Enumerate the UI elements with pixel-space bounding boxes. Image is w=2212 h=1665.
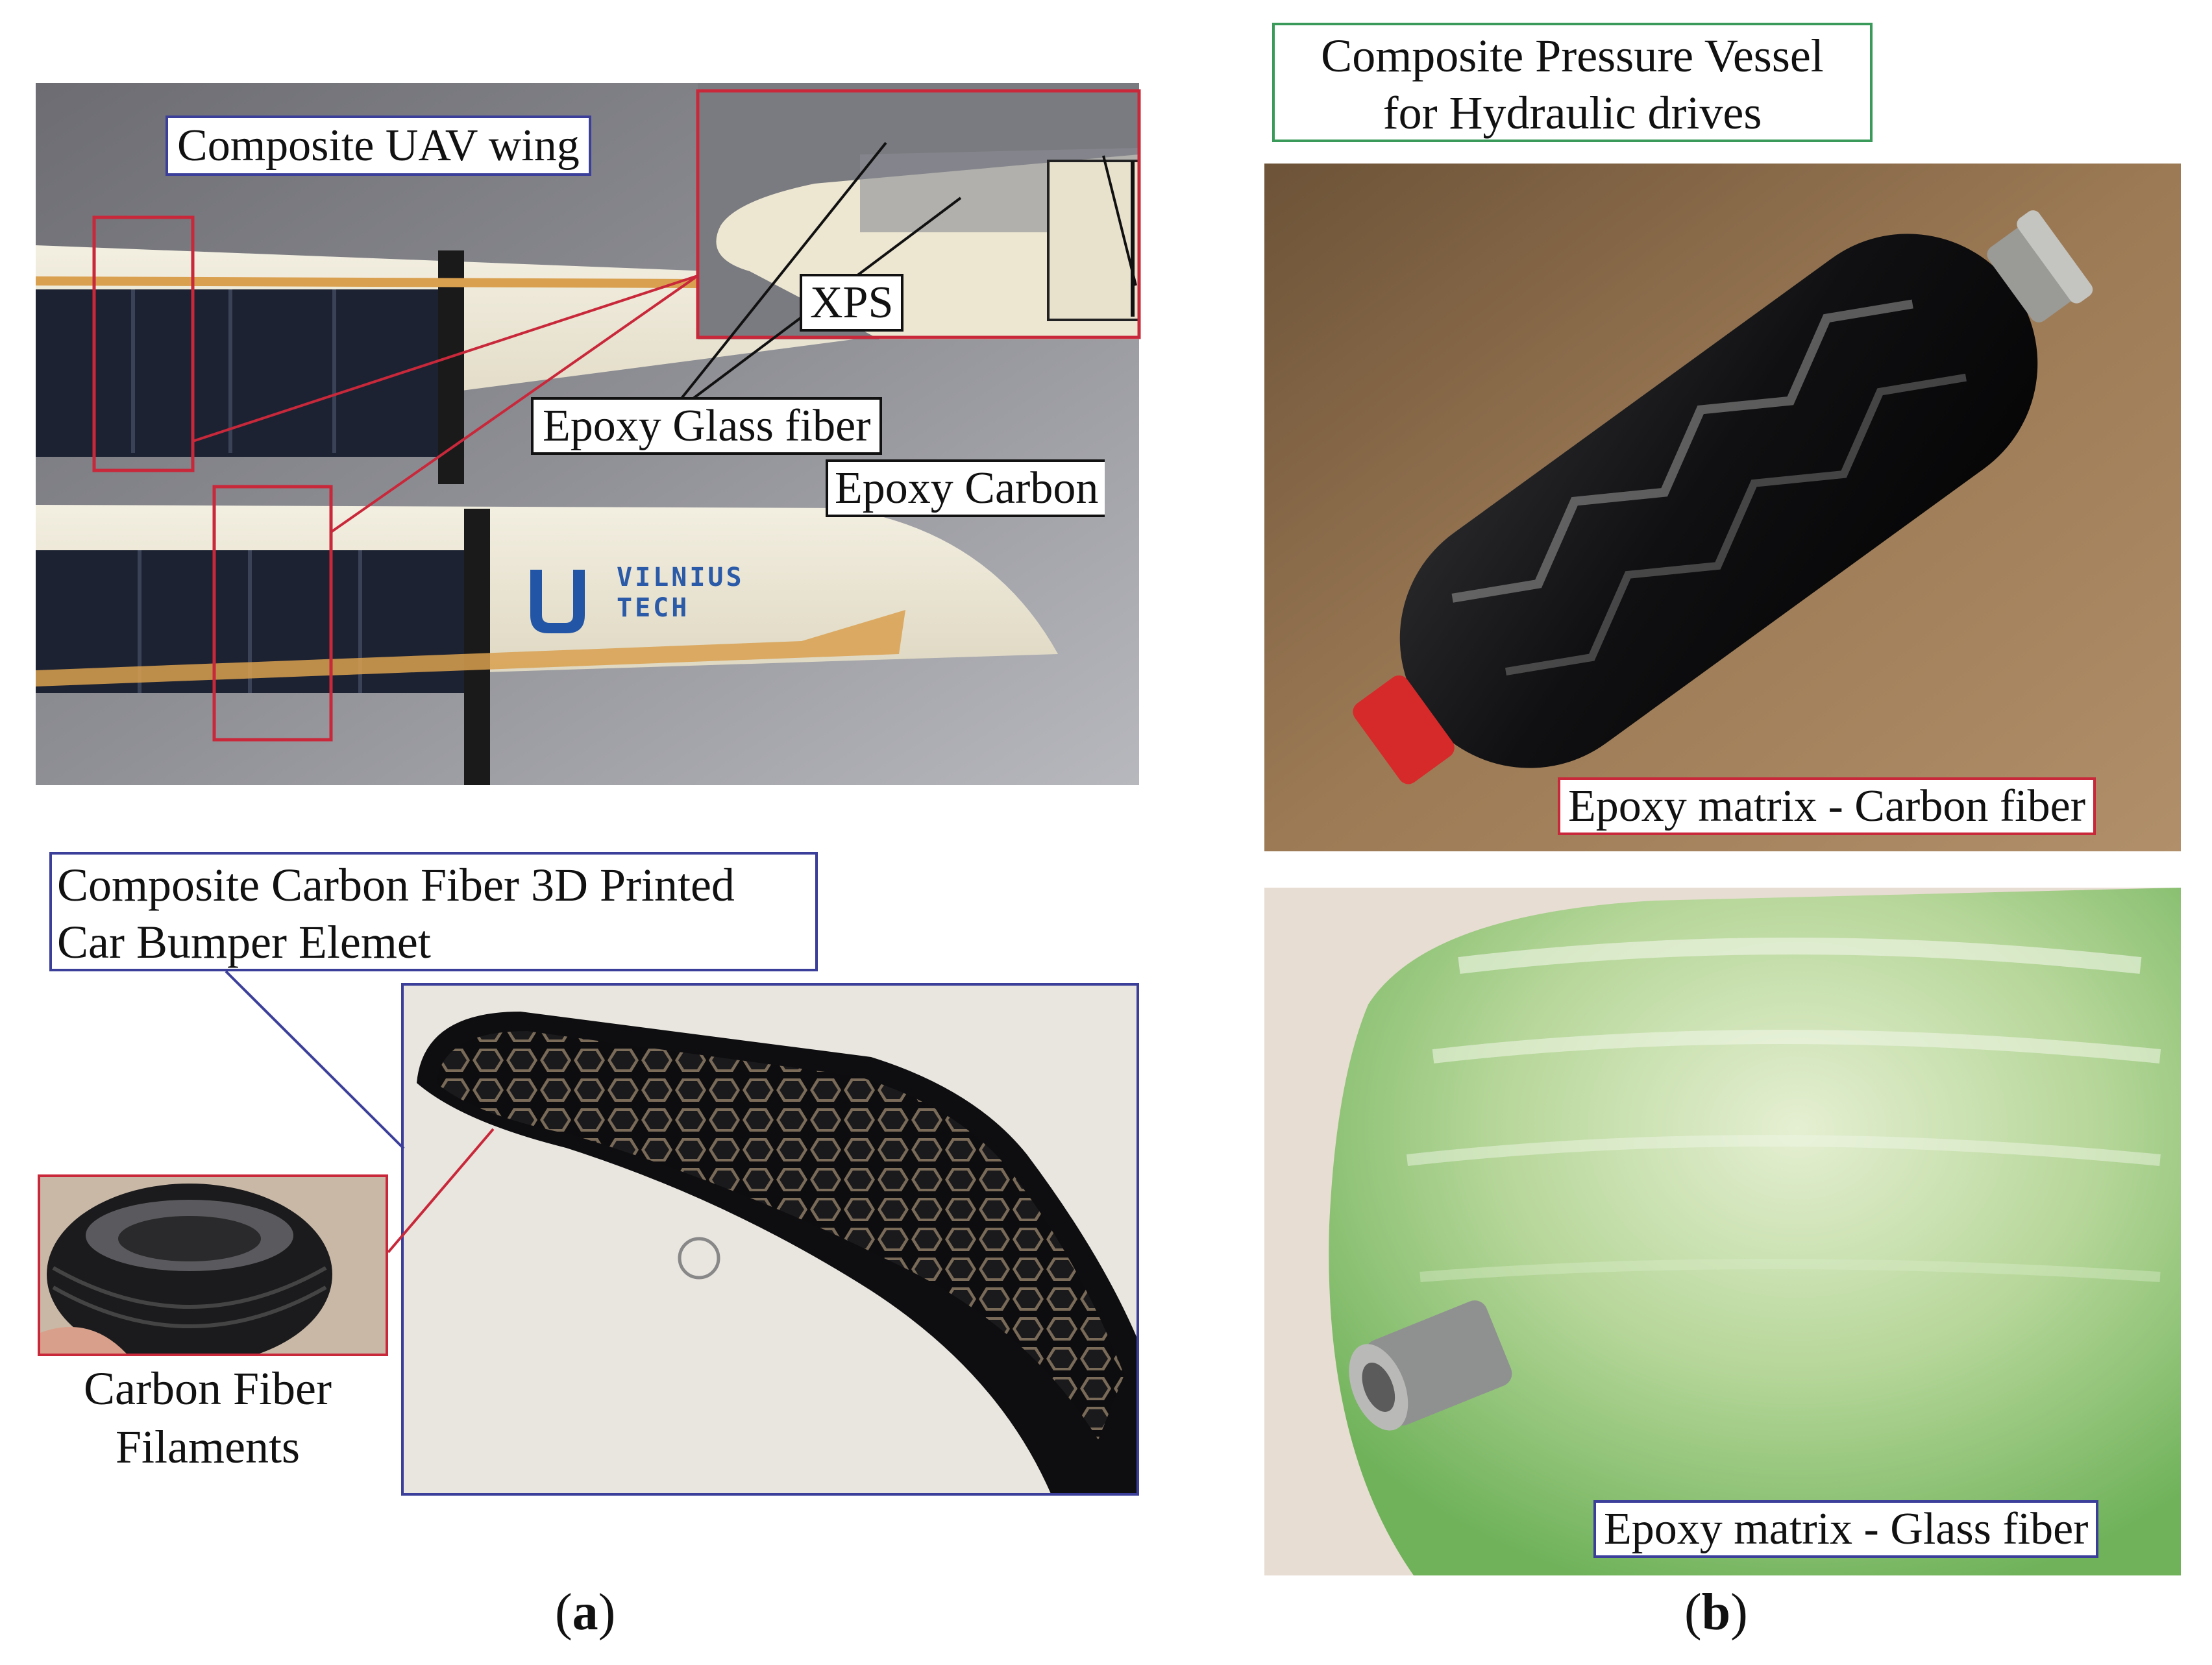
bumper-title-line2: Car Bumper Elemet (57, 916, 431, 968)
xps-callout: XPS (800, 274, 904, 332)
filament-spool-illustration (40, 1177, 386, 1354)
epoxy-glass-fiber-callout: Epoxy Glass fiber (531, 397, 883, 455)
filament-caption-line1: Carbon Fiber (84, 1363, 332, 1415)
pressure-vessel-title-line2: for Hydraulic drives (1382, 86, 1762, 139)
carbon-fiber-filaments-caption: Carbon Fiber Filaments (45, 1359, 370, 1476)
carbon-vessel-photo (1264, 164, 2181, 851)
panel-a-label: (a) (555, 1584, 616, 1641)
panel-b-letter: b (1701, 1584, 1731, 1641)
carbon-vessel-illustration (1264, 164, 2181, 851)
filament-caption-line2: Filaments (116, 1421, 300, 1473)
uav-wing-photo: VILNIUS TECH (36, 83, 1139, 785)
glass-fiber-label: Epoxy matrix - Glass fiber (1593, 1500, 2099, 1558)
pressure-vessel-title-line1: Composite Pressure Vessel (1321, 30, 1824, 82)
vilnius-tech-logo-icon (530, 570, 585, 633)
panel-a-letter: a (572, 1584, 598, 1641)
bumper-title-line1: Composite Carbon Fiber 3D Printed (57, 859, 735, 911)
wing-inset-frame (696, 89, 1141, 339)
glass-vessel-illustration (1264, 888, 2181, 1575)
uav-wing-illustration: VILNIUS TECH (36, 83, 1139, 785)
pressure-vessel-title: Composite Pressure Vessel for Hydraulic … (1272, 23, 1873, 142)
bumper-title: Composite Carbon Fiber 3D Printed Car Bu… (49, 852, 818, 971)
uav-wing-title: Composite UAV wing (166, 115, 591, 176)
upper-wing-highlight-frame (92, 215, 195, 472)
filament-spool-photo (38, 1174, 388, 1356)
glass-vessel-photo (1264, 888, 2181, 1575)
lower-wing-highlight-frame (212, 485, 333, 742)
bumper-illustration (404, 986, 1137, 1493)
epoxy-carbon-callout: Epoxy Carbon (826, 459, 1105, 517)
logo-text-line2: TECH (617, 593, 689, 623)
panel-b-label: (b) (1684, 1584, 1748, 1641)
logo-text-line1: VILNIUS (617, 563, 744, 592)
carbon-fiber-label: Epoxy matrix - Carbon fiber (1558, 777, 2096, 835)
bumper-photo (401, 983, 1139, 1496)
